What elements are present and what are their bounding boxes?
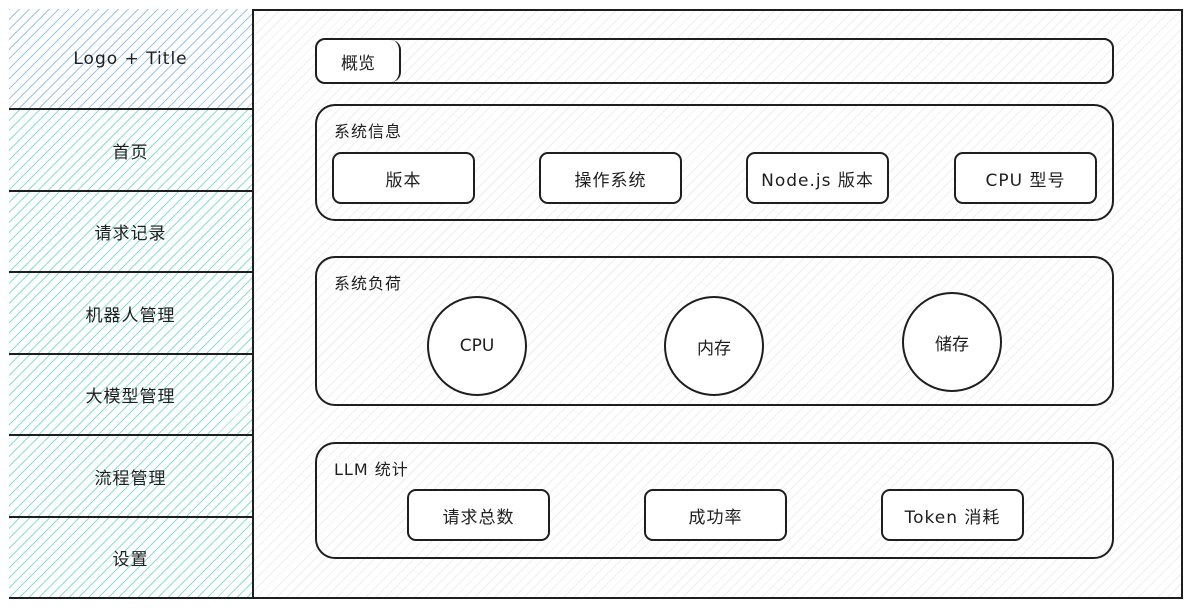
success-rate-card: 成功率 [644, 489, 787, 541]
sidebar-item-settings[interactable]: 设置 [9, 518, 252, 597]
cpu-model-card: CPU 型号 [954, 152, 1097, 204]
system-load-title: 系统负荷 [334, 274, 403, 293]
storage-gauge: 储存 [902, 292, 1002, 392]
token-usage-card: Token 消耗 [881, 489, 1024, 541]
total-requests-card: 请求总数 [407, 489, 550, 541]
sidebar-item-request-log[interactable]: 请求记录 [9, 192, 252, 273]
sidebar-item-workflow-management[interactable]: 流程管理 [9, 436, 252, 518]
sidebar-item-llm-management[interactable]: 大模型管理 [9, 355, 252, 436]
version-card: 版本 [332, 152, 475, 204]
os-card: 操作系统 [539, 152, 682, 204]
llm-stats-title: LLM 统计 [334, 460, 409, 479]
system-info-panel: 系统信息 版本 操作系统 Node.js 版本 CPU 型号 [315, 104, 1114, 221]
system-load-panel: 系统负荷 CPU 内存 储存 [315, 256, 1114, 406]
tab-overview[interactable]: 概览 [317, 40, 401, 82]
nodejs-version-card: Node.js 版本 [746, 152, 889, 204]
sidebar-item-bot-management[interactable]: 机器人管理 [9, 273, 252, 355]
sidebar-item-home[interactable]: 首页 [9, 110, 252, 192]
memory-gauge: 内存 [664, 296, 764, 396]
logo-title: Logo + Title [9, 9, 252, 110]
llm-stats-panel: LLM 统计 请求总数 成功率 Token 消耗 [315, 442, 1114, 559]
cpu-gauge: CPU [427, 296, 527, 396]
tab-bar: 概览 [315, 38, 1114, 84]
sidebar: Logo + Title 首页 请求记录 机器人管理 大模型管理 流程管理 设置 [9, 9, 254, 599]
system-info-title: 系统信息 [334, 122, 403, 141]
